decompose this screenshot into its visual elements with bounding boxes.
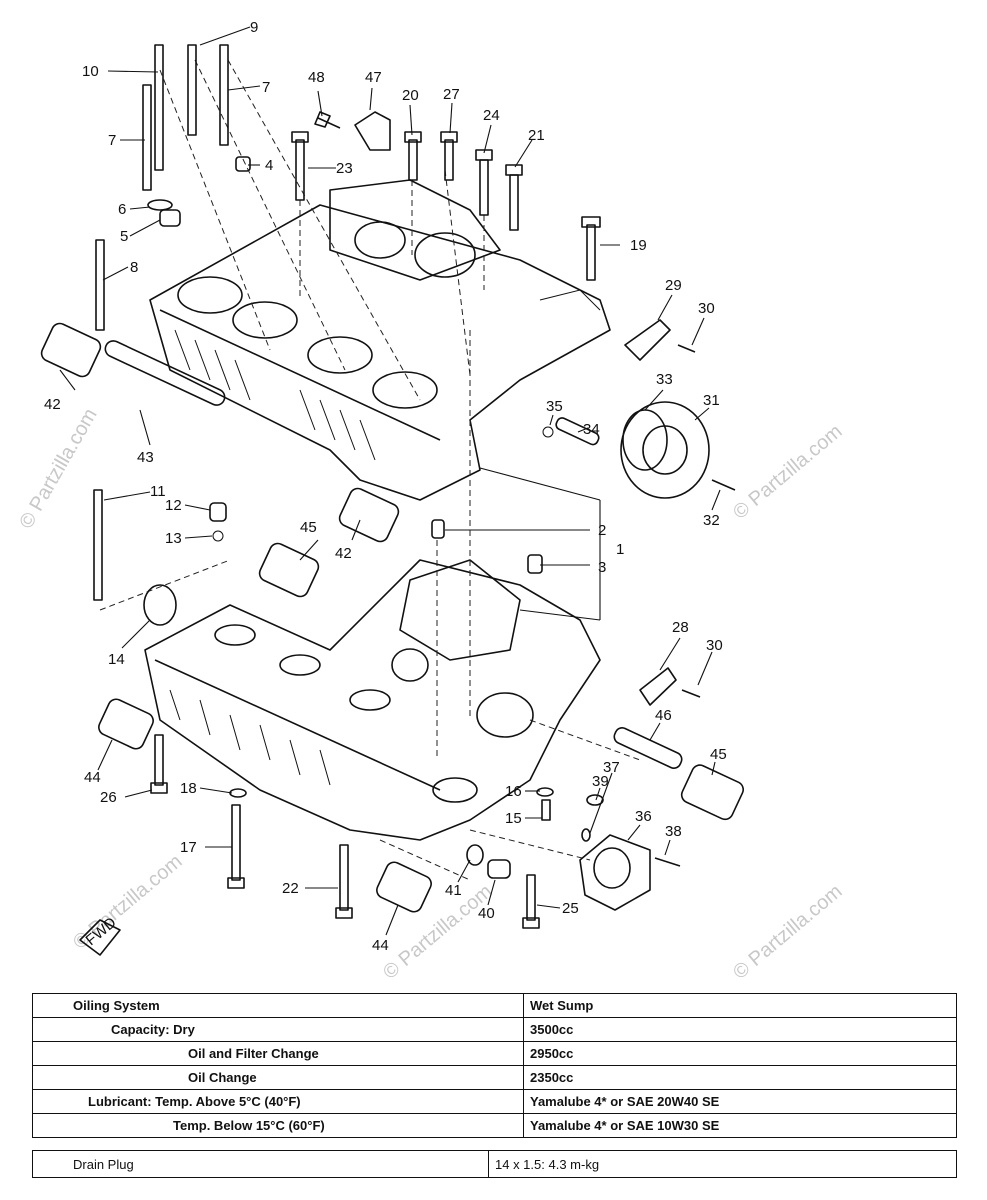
table-row: Drain Plug 14 x 1.5: 4.3 m-kg	[32, 1150, 957, 1178]
table-row: Oil and Filter Change 2950cc	[32, 1041, 957, 1066]
callout-27: 27	[443, 86, 460, 103]
callout-45b: 45	[710, 746, 727, 763]
table-row: Temp. Below 15°C (60°F) Yamalube 4* or S…	[32, 1113, 957, 1138]
callout-4: 4	[265, 157, 273, 174]
callout-42a: 42	[44, 396, 61, 413]
upper-crankcase	[149, 179, 611, 501]
callout-44b: 44	[372, 937, 389, 954]
callout-34: 34	[583, 421, 600, 438]
callout-37: 37	[603, 759, 620, 776]
spec-value: 2950cc	[523, 1041, 957, 1066]
callout-9: 9	[250, 19, 258, 36]
spec-label: Temp. Below 15°C (60°F)	[32, 1113, 524, 1138]
drain-plug-table: Drain Plug 14 x 1.5: 4.3 m-kg	[32, 1150, 957, 1178]
callout-45a: 45	[300, 519, 317, 536]
callout-40: 40	[478, 905, 495, 922]
spec-value: Yamalube 4* or SAE 20W40 SE	[523, 1089, 957, 1114]
callout-30a: 30	[698, 300, 715, 317]
spec-label: Lubricant: Temp. Above 5°C (40°F)	[32, 1089, 524, 1114]
spec-label: Oiling System	[32, 993, 524, 1018]
callout-19: 19	[630, 237, 647, 254]
callout-2: 2	[598, 522, 606, 539]
callout-3: 3	[598, 559, 606, 576]
callout-38: 38	[665, 823, 682, 840]
callout-41: 41	[445, 882, 462, 899]
drain-plug-label: Drain Plug	[32, 1150, 489, 1178]
table-row: Oil Change 2350cc	[32, 1065, 957, 1090]
callout-28: 28	[672, 619, 689, 636]
callout-48: 48	[308, 69, 325, 86]
callout-6: 6	[118, 201, 126, 218]
table-row: Capacity: Dry 3500cc	[32, 1017, 957, 1042]
callout-43: 43	[137, 449, 154, 466]
callout-15: 15	[505, 810, 522, 827]
callout-25: 25	[562, 900, 579, 917]
table-row: Lubricant: Temp. Above 5°C (40°F) Yamalu…	[32, 1089, 957, 1114]
spec-value: Wet Sump	[523, 993, 957, 1018]
oiling-spec-table: Oiling System Wet Sump Capacity: Dry 350…	[32, 993, 957, 1138]
callout-18: 18	[180, 780, 197, 797]
callouts: 1 2 3 4 5 6 7 7 8 9 10 11 12 13 14 15 16…	[44, 19, 727, 954]
callout-36: 36	[635, 808, 652, 825]
callout-17: 17	[180, 839, 197, 856]
callout-10: 10	[82, 63, 99, 80]
spec-value: 3500cc	[523, 1017, 957, 1042]
small-parts	[40, 111, 744, 956]
callout-21: 21	[528, 127, 545, 144]
callout-42b: 42	[335, 545, 352, 562]
callout-30b: 30	[706, 637, 723, 654]
callout-5: 5	[120, 228, 128, 245]
spec-value: Yamalube 4* or SAE 10W30 SE	[523, 1113, 957, 1138]
callout-33: 33	[656, 371, 673, 388]
callout-16: 16	[505, 783, 522, 800]
callout-11: 11	[150, 483, 166, 500]
spec-label: Capacity: Dry	[32, 1017, 524, 1042]
spec-value: 2350cc	[523, 1065, 957, 1090]
callout-46: 46	[655, 707, 672, 724]
callout-22: 22	[282, 880, 299, 897]
spec-label: Oil Change	[32, 1065, 524, 1090]
callout-39: 39	[592, 773, 609, 790]
callout-14: 14	[108, 651, 125, 668]
leader-lines	[59, 26, 721, 936]
watermark: © Partzilla.com	[729, 420, 846, 523]
callout-20: 20	[402, 87, 419, 104]
callout-29: 29	[665, 277, 682, 294]
callout-35: 35	[546, 398, 563, 415]
watermarks: © Partzilla.com © Partzilla.com © Partzi…	[15, 405, 846, 984]
callout-24: 24	[483, 107, 500, 124]
table-row: Oiling System Wet Sump	[32, 993, 957, 1018]
callout-1: 1	[616, 541, 624, 558]
callout-31: 31	[703, 392, 720, 409]
lower-crankcase	[144, 559, 601, 841]
alignment-lines	[99, 59, 641, 881]
callout-32: 32	[703, 512, 720, 529]
watermark: © Partzilla.com	[15, 405, 101, 533]
watermark: © Partzilla.com	[729, 880, 846, 983]
drain-plug-value: 14 x 1.5: 4.3 m-kg	[488, 1150, 957, 1178]
callout-47: 47	[365, 69, 382, 86]
fasteners	[93, 44, 736, 929]
callout-44a: 44	[84, 769, 101, 786]
callout-23: 23	[336, 160, 353, 177]
exploded-crankcase-diagram: © Partzilla.com © Partzilla.com © Partzi…	[15, 19, 846, 984]
callout-7a: 7	[108, 132, 116, 149]
callout-13: 13	[165, 530, 182, 547]
callout-8: 8	[130, 259, 138, 276]
callout-12: 12	[165, 497, 182, 514]
callout-7b: 7	[262, 79, 270, 96]
spec-label: Oil and Filter Change	[32, 1041, 524, 1066]
callout-26: 26	[100, 789, 117, 806]
watermark: © Partzilla.com	[379, 880, 496, 983]
